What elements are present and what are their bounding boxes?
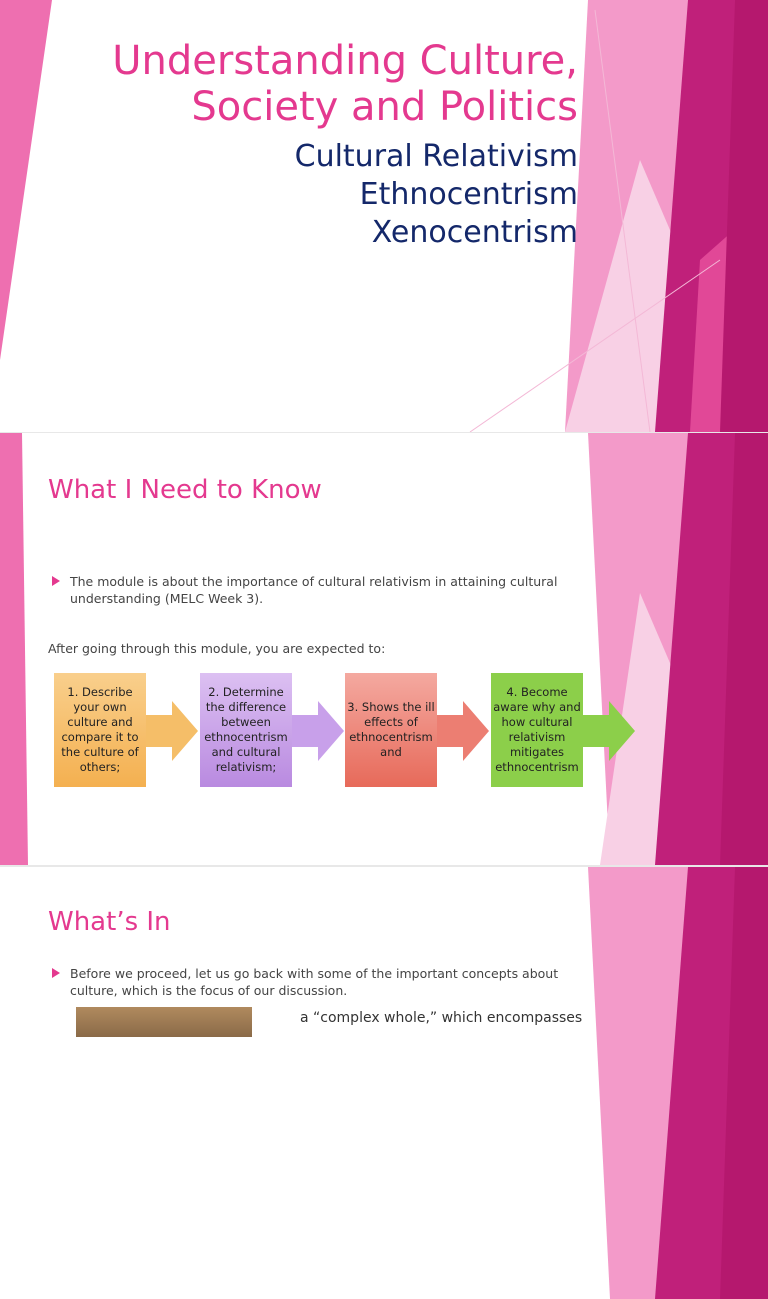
presentation-title: Understanding Culture, Society and Polit… xyxy=(112,38,578,130)
scrabble-tiles-image xyxy=(76,1007,252,1037)
bullet-item: Before we proceed, let us go back with s… xyxy=(52,965,582,999)
subtitle-list: Cultural Relativism Ethnocentrism Xenoce… xyxy=(295,138,578,252)
bullet-arrow-icon xyxy=(52,576,60,586)
subtitle-cultural-relativism: Cultural Relativism xyxy=(294,139,578,174)
slide-whats-in: What’s In Before we proceed, let us go b… xyxy=(0,867,768,1299)
intro-text: After going through this module, you are… xyxy=(48,641,386,656)
bullet-item: The module is about the importance of cu… xyxy=(52,573,582,607)
step-box-3: 3. Shows the ill effects of ethnocentris… xyxy=(345,673,437,787)
bullet-arrow-icon xyxy=(52,968,60,978)
section-heading: What I Need to Know xyxy=(48,475,322,505)
slide-title: Understanding Culture, Society and Polit… xyxy=(0,0,768,432)
decorative-shapes xyxy=(0,0,768,432)
slide-what-i-need-to-know: What I Need to Know The module is about … xyxy=(0,433,768,865)
partial-text: a “complex whole,” which encompasses xyxy=(300,1010,583,1026)
title-line-2: Society and Politics xyxy=(191,84,578,130)
title-line-1: Understanding Culture, xyxy=(112,38,578,84)
arrow-right-icon xyxy=(437,701,489,761)
section-heading: What’s In xyxy=(48,907,171,937)
subtitle-ethnocentrism: Ethnocentrism xyxy=(359,177,578,212)
step-box-1: 1. Describe your own culture and compare… xyxy=(54,673,146,787)
step-box-2: 2. Determine the difference between ethn… xyxy=(200,673,292,787)
step-box-4: 4. Become aware why and how cultural rel… xyxy=(491,673,583,787)
subtitle-xenocentrism: Xenocentrism xyxy=(371,215,578,250)
decorative-shapes xyxy=(0,433,768,865)
arrow-right-icon xyxy=(583,701,635,761)
arrow-right-icon xyxy=(292,701,344,761)
arrow-right-icon xyxy=(146,701,198,761)
